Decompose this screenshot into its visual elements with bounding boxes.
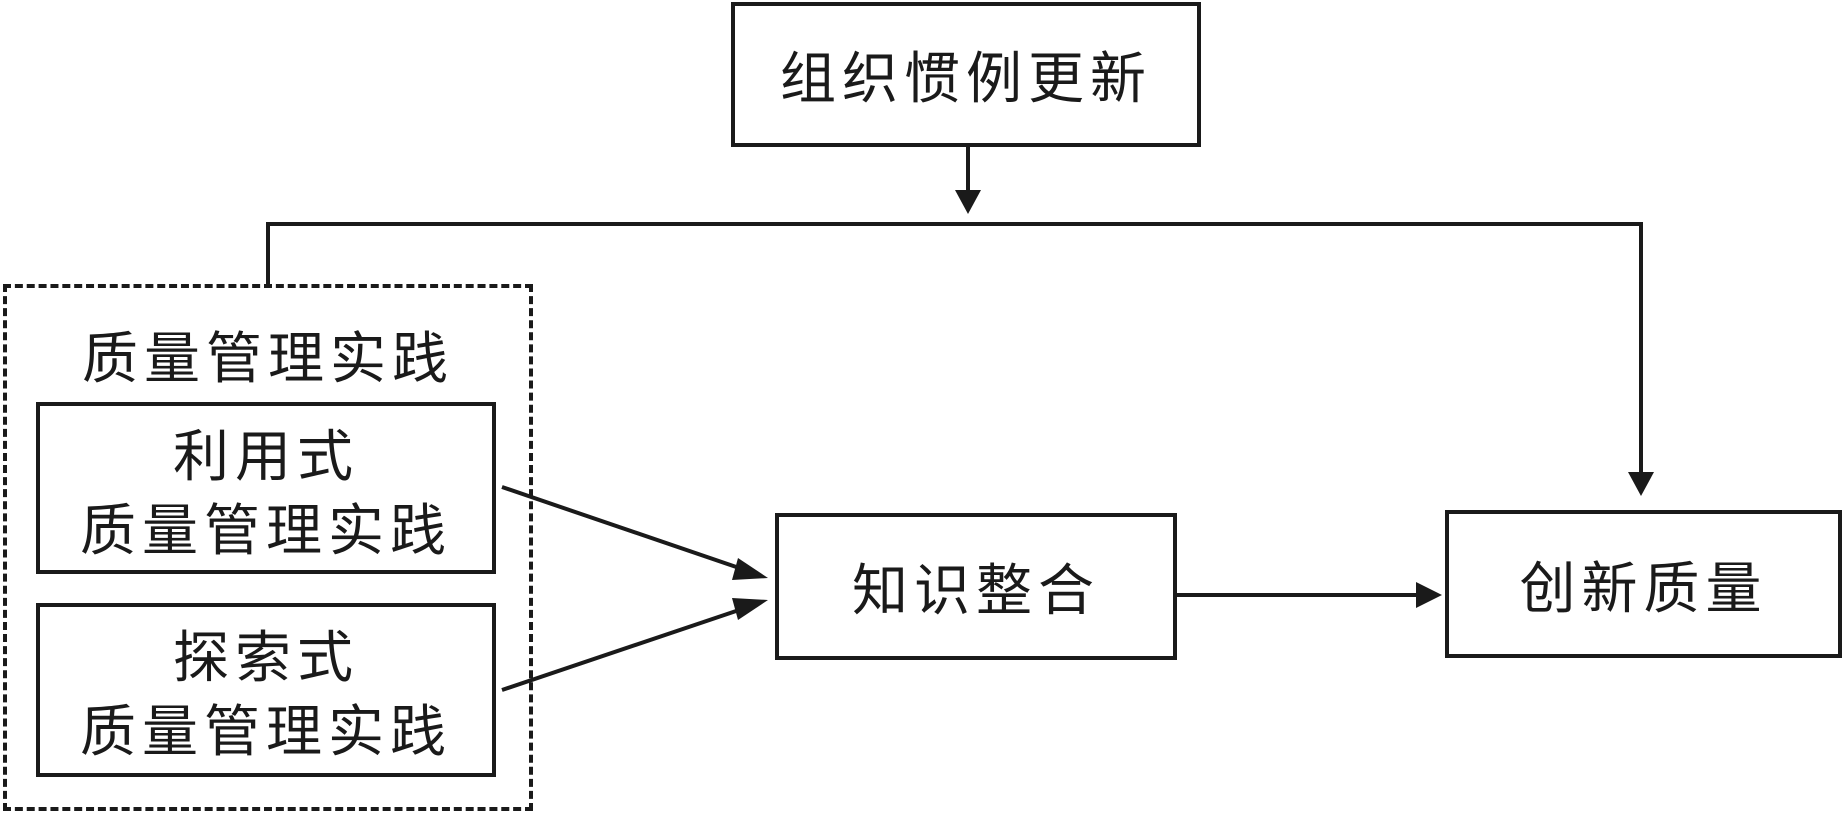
node-exploratory-qm-line2: 质量管理实践 — [80, 700, 452, 765]
arrow-exploitative-to-knowledge — [501, 485, 749, 573]
arrowhead-routine — [955, 190, 981, 214]
arrowhead-exploratory — [732, 598, 768, 620]
node-exploitative-qm-line1: 利用式 — [173, 425, 359, 490]
node-org-routine-renewal-label: 组织惯例更新 — [780, 47, 1152, 112]
arrowhead-moderation-to-innovation — [1628, 472, 1654, 496]
node-exploratory-qm: 探索式 质量管理实践 — [36, 603, 496, 777]
arrow-exploratory-to-knowledge — [501, 605, 749, 692]
node-innovation-quality: 创新质量 — [1445, 510, 1842, 658]
arrowhead-knowledge — [1416, 582, 1442, 608]
node-innovation-quality-label: 创新质量 — [1519, 556, 1768, 622]
node-exploratory-qm-line1: 探索式 — [173, 626, 359, 691]
node-org-routine-renewal: 组织惯例更新 — [731, 2, 1201, 147]
moderation-bracket-line — [266, 222, 1643, 476]
group-qm-practice-label: 质量管理实践 — [82, 327, 454, 392]
node-exploitative-qm-line2: 质量管理实践 — [80, 499, 452, 564]
node-knowledge-integration: 知识整合 — [775, 513, 1177, 660]
node-exploitative-qm: 利用式 质量管理实践 — [36, 402, 496, 574]
node-knowledge-integration-label: 知识整合 — [852, 559, 1100, 624]
arrowhead-exploitative — [732, 558, 768, 580]
group-qm-practice: 质量管理实践 — [3, 284, 533, 811]
